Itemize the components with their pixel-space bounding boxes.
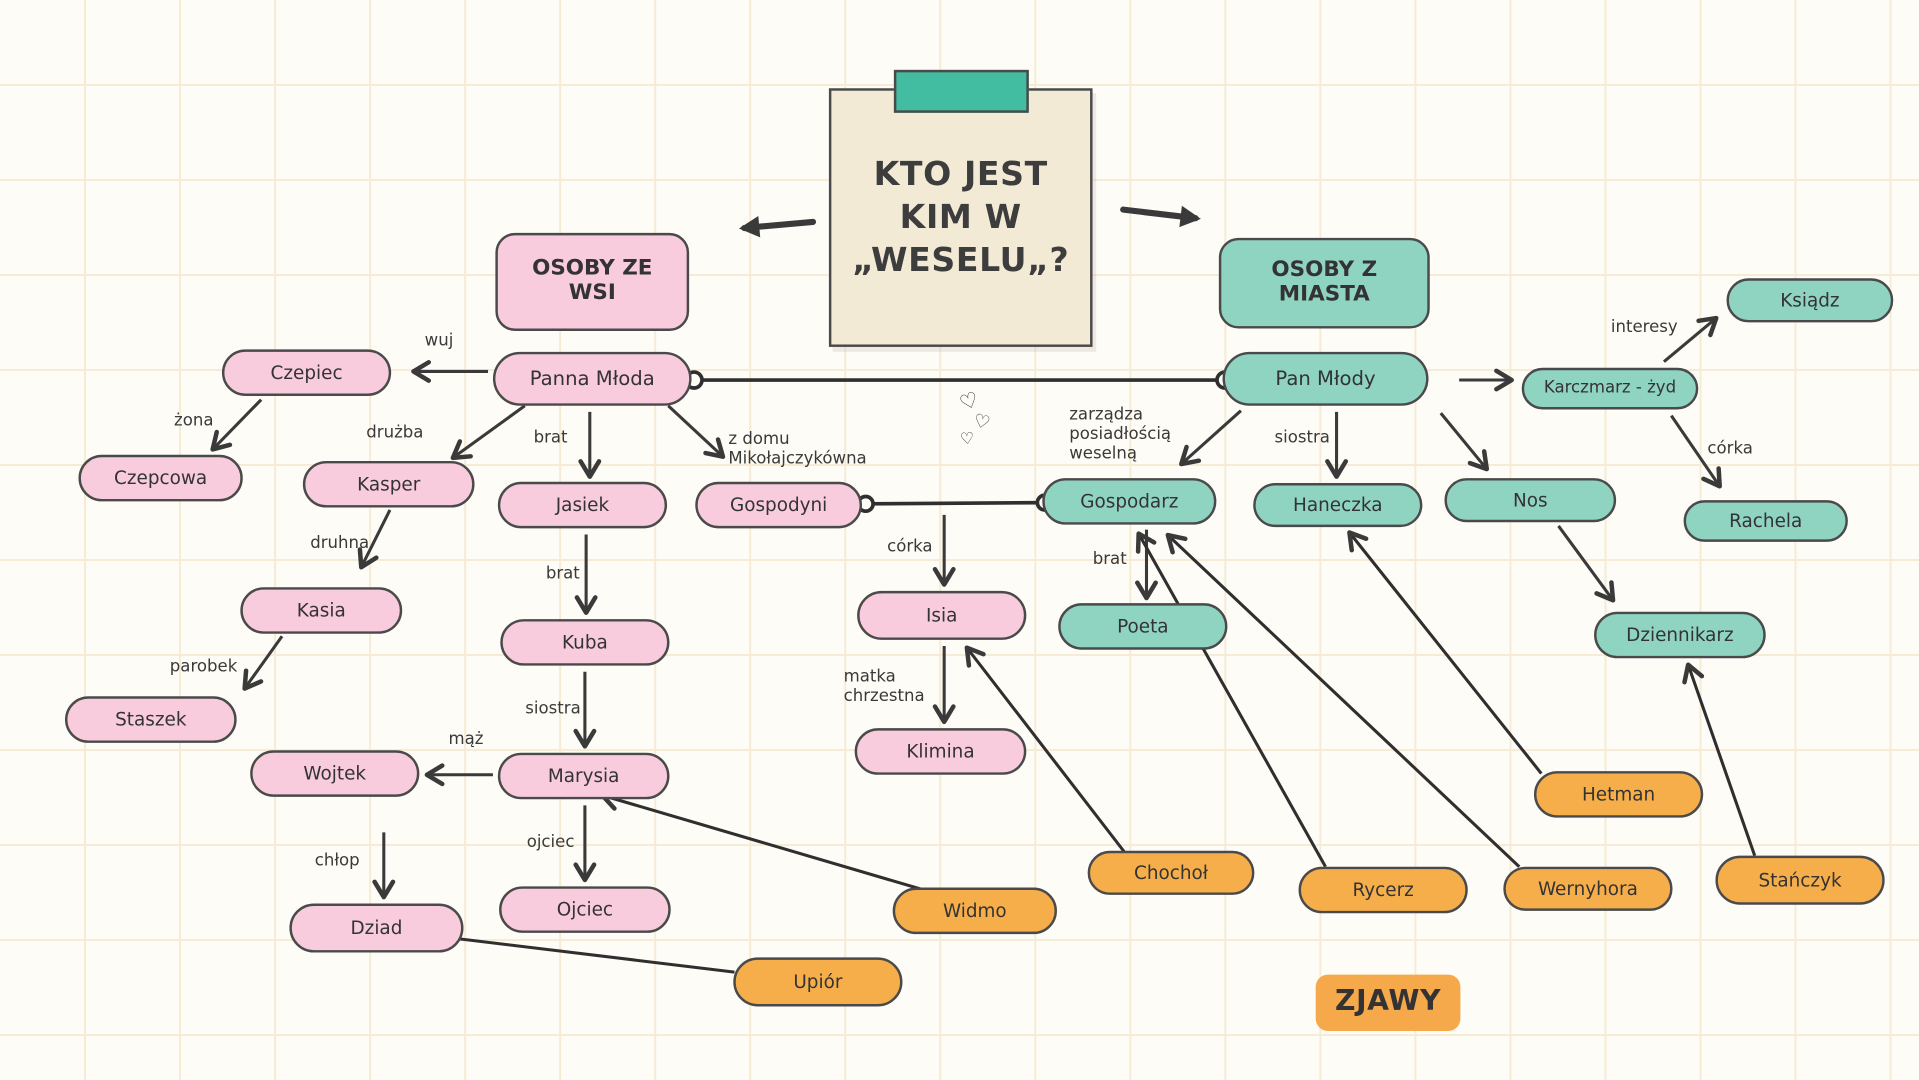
- edge-label-ojciec: ojciec: [526, 832, 575, 852]
- node-kasia[interactable]: Kasia: [240, 587, 403, 634]
- node-stanczyk[interactable]: Stańczyk: [1715, 855, 1885, 905]
- edge-upior-dziad: [427, 925, 735, 974]
- edge-label-chlop: chłop: [314, 850, 360, 871]
- node-dziad[interactable]: Dziad: [289, 903, 464, 953]
- edge-rycerz-gospodarz: [1135, 531, 1327, 868]
- tape-icon: [893, 69, 1029, 113]
- page-title: KTO JEST KIM W „WESELU„?: [852, 155, 1070, 280]
- node-czepiec[interactable]: Czepiec: [221, 349, 392, 396]
- group-header-village[interactable]: OSOBY ZE WSI: [495, 232, 690, 331]
- edge-label-brat: brat: [533, 427, 568, 448]
- node-ojciec[interactable]: Ojciec: [499, 886, 671, 933]
- edge-pan-mlody-nos: [1439, 412, 1490, 472]
- group-header-apparitions[interactable]: ZJAWY: [1315, 974, 1461, 1031]
- node-panna-mloda[interactable]: Panna Młoda: [492, 351, 692, 406]
- node-upior[interactable]: Upiór: [733, 957, 903, 1007]
- node-nos[interactable]: Nos: [1444, 478, 1617, 523]
- edge-stanczyk-dziennikarz: [1682, 662, 1757, 857]
- title-note[interactable]: KTO JEST KIM W „WESELU„?: [828, 88, 1093, 347]
- arrow-right-icon: [1120, 205, 1201, 228]
- edge-label-druhna: druhna: [310, 533, 370, 553]
- node-jasiek[interactable]: Jasiek: [497, 481, 668, 529]
- node-klimina[interactable]: Klimina: [854, 728, 1027, 775]
- edge-label-wuj: wuj: [424, 330, 454, 351]
- node-czepcowa[interactable]: Czepcowa: [78, 454, 243, 502]
- node-gospodyni[interactable]: Gospodyni: [695, 481, 863, 529]
- edge-pan-mlody-gospodarz: [1179, 409, 1242, 467]
- node-hetman[interactable]: Hetman: [1533, 771, 1704, 818]
- edge-hetman-haneczka: [1347, 530, 1543, 775]
- edge-label-siostra: siostra: [525, 698, 581, 719]
- edge-gospodyni-gospodarz: [865, 500, 1045, 506]
- node-chochol[interactable]: Chochoł: [1087, 850, 1255, 895]
- edge-label-zarzadza: zarządza posiadłością weselną: [1069, 404, 1172, 464]
- edge-nos-dziennikarz: [1557, 525, 1616, 603]
- edge-widmo-marysia: [600, 788, 929, 893]
- heart-icon: ♡: [971, 409, 993, 435]
- node-kuba[interactable]: Kuba: [500, 619, 670, 666]
- edge-label-z-domu: z domu Mikołajczykówna: [728, 429, 867, 469]
- node-isia[interactable]: Isia: [857, 590, 1027, 640]
- edge-panna-mloda-gospodyni: [667, 404, 726, 459]
- edge-label-zona: żona: [174, 410, 214, 431]
- group-header-city[interactable]: OSOBY Z MIASTA: [1218, 237, 1430, 329]
- node-rachela[interactable]: Rachela: [1683, 500, 1848, 542]
- edge-label-maz: mąż: [448, 729, 484, 749]
- node-ksiadz[interactable]: Ksiądz: [1726, 278, 1894, 323]
- edge-czepiec-czepcowa: [210, 398, 263, 452]
- node-pan-mlody[interactable]: Pan Młody: [1222, 351, 1429, 406]
- node-marysia[interactable]: Marysia: [497, 752, 670, 800]
- edge-label-parobek: parobek: [169, 656, 238, 677]
- edge-panna-mloda-kasper: [450, 404, 526, 461]
- edge-label-siostra: siostra: [1274, 427, 1330, 448]
- node-poeta[interactable]: Poeta: [1058, 603, 1228, 650]
- edge-label-corka: córka: [1707, 438, 1753, 459]
- node-kasper[interactable]: Kasper: [302, 460, 475, 508]
- edge-kasia-staszek: [242, 635, 284, 691]
- edge-label-brat: brat: [1092, 549, 1127, 569]
- edge-wernyhora-gospodarz: [1165, 532, 1521, 868]
- arrow-left-icon: [738, 215, 817, 238]
- node-rycerz[interactable]: Rycerz: [1298, 866, 1468, 914]
- node-staszek[interactable]: Staszek: [64, 696, 237, 743]
- edge-label-corka: córka: [887, 536, 933, 557]
- node-dziennikarz[interactable]: Dziennikarz: [1594, 611, 1766, 659]
- edge-label-matka-chrzestna: matka chrzestna: [843, 666, 925, 707]
- node-widmo[interactable]: Widmo: [892, 887, 1057, 935]
- heart-icon: ♡: [959, 429, 976, 450]
- edge-label-brat: brat: [545, 563, 580, 584]
- edge-label-interesy: interesy: [1610, 317, 1678, 338]
- node-gospodarz[interactable]: Gospodarz: [1042, 478, 1217, 525]
- node-karczmarz[interactable]: Karczmarz - żyd: [1521, 367, 1699, 410]
- edge-label-druzba: drużba: [366, 422, 424, 443]
- node-haneczka[interactable]: Haneczka: [1253, 483, 1423, 528]
- node-wernyhora[interactable]: Wernyhora: [1503, 866, 1673, 911]
- node-wojtek[interactable]: Wojtek: [250, 750, 420, 797]
